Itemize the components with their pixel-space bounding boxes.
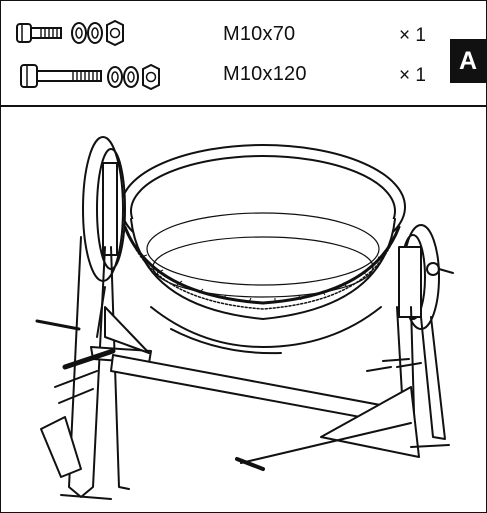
part-quantity: × 1: [399, 65, 426, 86]
step-badge: A: [450, 39, 486, 83]
part-size-label: M10x120: [223, 63, 307, 85]
parts-list: M10x70 × 1 M10x120: [1, 1, 486, 107]
cement-mixer-frame-icon: [35, 136, 454, 500]
long-bolt-washer-nut-icon: [20, 63, 160, 91]
short-bolt-washer-nut-icon: [16, 19, 124, 47]
part-row: M10x120 × 1: [1, 57, 441, 97]
part-size-label: M10x70: [223, 23, 296, 45]
part-row: M10x70 × 1: [1, 17, 441, 57]
part-quantity: × 1: [399, 25, 426, 46]
